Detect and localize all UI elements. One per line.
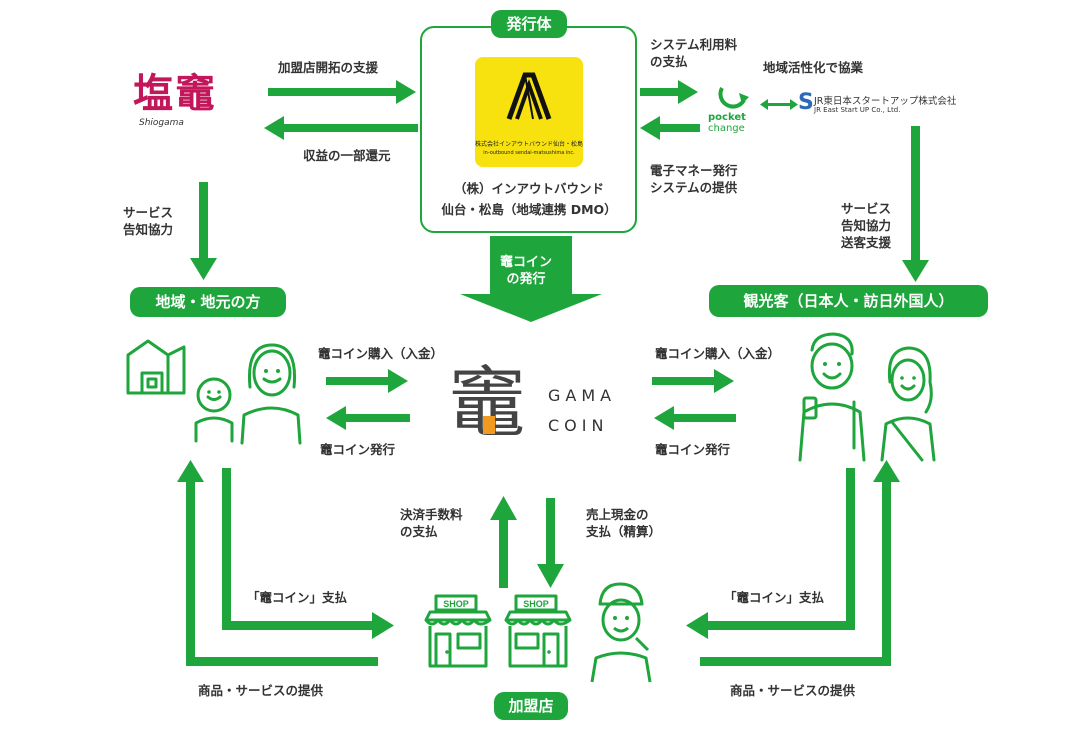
shiogama-logo-text: Shiogama [139, 118, 184, 128]
label-system-fee: システム利用料 の支払 [650, 37, 738, 69]
label-pay-left: 「竈コイン」支払 [247, 590, 348, 605]
shop-icon [424, 594, 492, 668]
tourist-illustration [798, 332, 936, 462]
label-emoney-system: 電子マネー発行 システムの提供 [650, 163, 738, 195]
gama-coin-accent [483, 416, 495, 434]
issuer-pill: 発行体 [491, 10, 567, 38]
shop-sign-right: SHOP [523, 599, 549, 609]
member-store-pill: 加盟店 [494, 692, 568, 720]
clerk-icon [590, 582, 652, 683]
label-buy-left: 竈コイン購入（入金） [318, 346, 444, 361]
house-icon [126, 339, 186, 395]
gama-coin-line1: GAMA [548, 386, 617, 405]
jr-name-en: JR East Start UP Co., Ltd. [814, 106, 901, 114]
label-goods-left: 商品・サービスの提供 [198, 683, 324, 698]
label-issue-right: 竈コイン発行 [655, 442, 731, 457]
local-people-illustration [126, 339, 302, 445]
label-sales-pay: 売上現金の 支払（精算） [586, 507, 662, 539]
label-support-member: 加盟店開拓の支援 [278, 60, 379, 75]
woman-tourist-icon [880, 346, 936, 462]
issuer-logo: 株式会社インアウトバウンド仙台・松島 in-outbound sendai-ma… [475, 57, 583, 167]
label-revenue-return: 収益の一部還元 [303, 148, 391, 163]
member-shops-illustration: SHOP SHOP [424, 582, 652, 683]
child-icon [194, 377, 234, 443]
pocket-change-line1: pocket [708, 112, 746, 123]
label-service-left: サービス 告知協力 [123, 205, 174, 237]
label-service-right: サービス 告知協力 送客支援 [841, 201, 892, 250]
shiogama-logo: 塩竈 Shiogama [133, 70, 243, 150]
shop-sign-left: SHOP [443, 599, 469, 609]
pocket-change-line2: change [708, 123, 745, 134]
road-logo-icon [506, 72, 552, 120]
gama-coin-line2: COIN [548, 416, 609, 435]
label-buy-right: 竈コイン購入（入金） [655, 346, 781, 361]
shop-icon [504, 594, 572, 668]
label-issue-left: 竈コイン発行 [320, 442, 396, 457]
issuer-logo-caption: 株式会社インアウトバウンド仙台・松島 [475, 141, 584, 148]
gama-coin-logo: 竈 GAMA COIN [448, 359, 628, 452]
man-with-phone-icon [798, 332, 866, 462]
issuer-name-line2: 仙台・松島（地域連携 DMO） [441, 202, 617, 217]
issuer-name-line1: （株）インアウトバウンド [453, 181, 604, 196]
label-pay-right: 「竈コイン」支払 [724, 590, 825, 605]
pocket-change-logo: pocket change [708, 84, 758, 136]
label-goods-right: 商品・サービスの提供 [730, 683, 856, 698]
jr-s-icon: S [798, 90, 814, 115]
label-fee-pay: 決済手数料 の支払 [400, 507, 463, 539]
issuer-logo-caption-en: in-outbound sendai-matsushima inc. [483, 150, 575, 156]
label-coin-issue: 竈コイン の発行 [500, 255, 553, 287]
jr-logo: S JR東日本スタートアップ株式会社 JR East Start UP Co.,… [798, 90, 978, 120]
shiogama-logo-mark: 塩竈 [133, 70, 217, 117]
jr-name: JR東日本スタートアップ株式会社 [814, 96, 957, 107]
pocket-change-icon [718, 87, 749, 109]
gama-coin-kanji: 竈 [448, 359, 527, 449]
woman-icon [240, 343, 302, 445]
label-collab: 地域活性化で協業 [763, 60, 864, 75]
tourist-pill: 観光客（日本人・訪日外国人） [709, 285, 988, 317]
local-people-pill: 地域・地元の方 [130, 287, 286, 317]
